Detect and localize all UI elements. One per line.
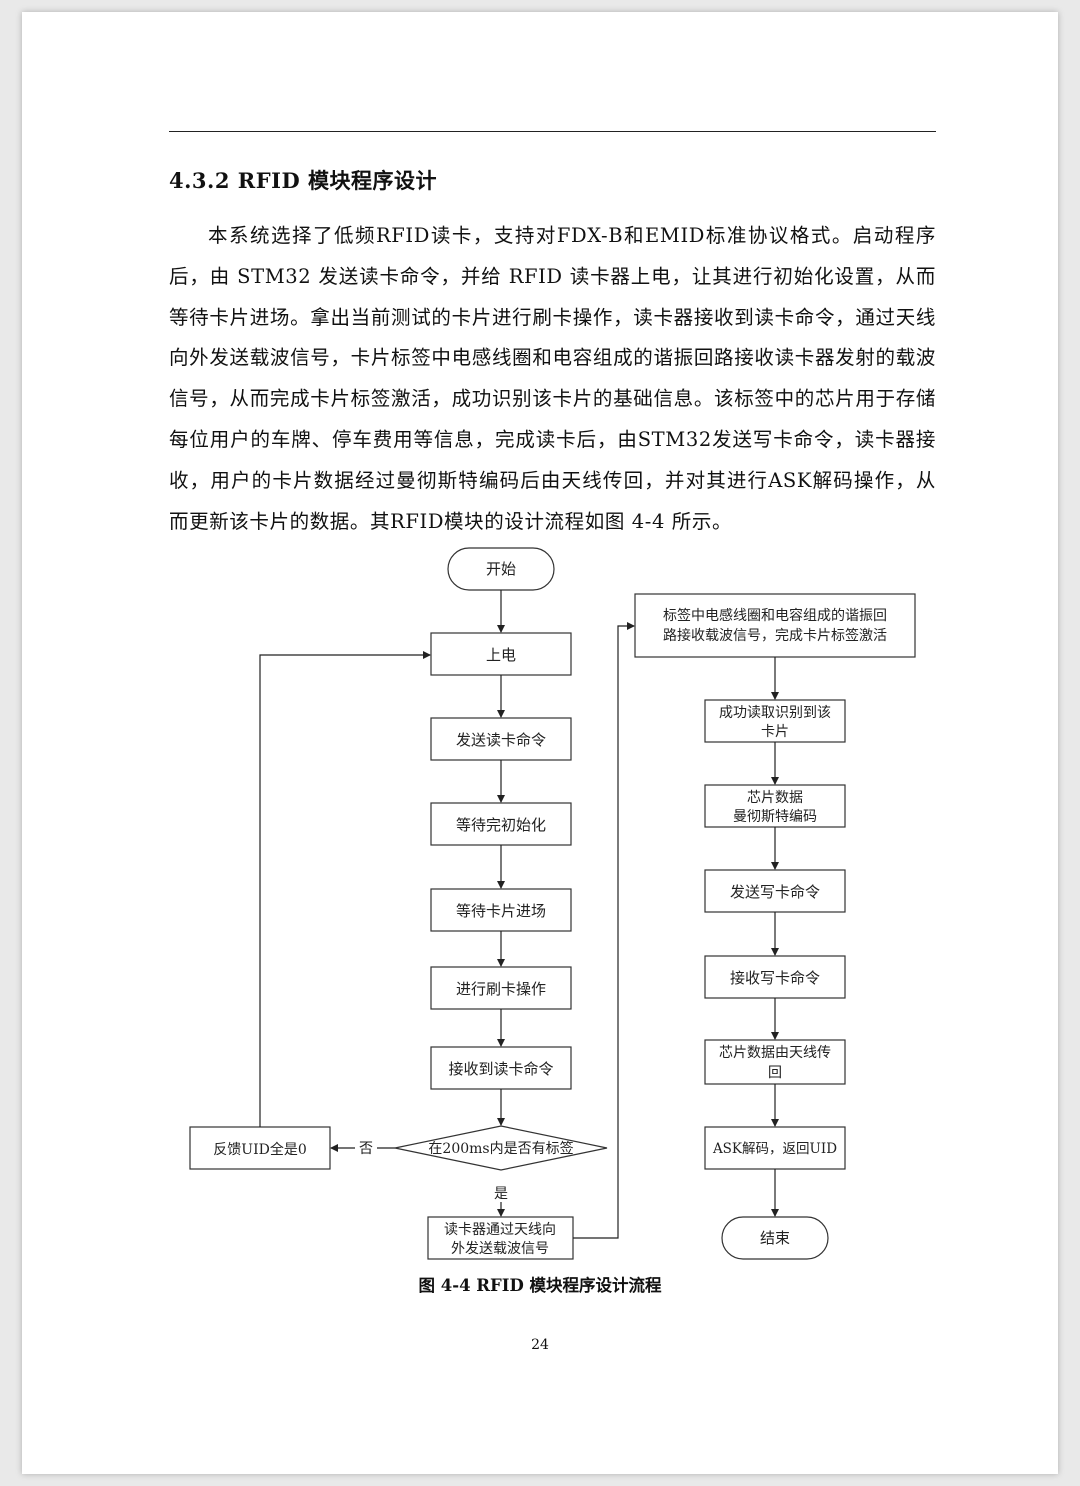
node-decision-label: 在200ms内是否有标签: [428, 1140, 573, 1157]
rfid-flowchart: 开始 上电 发送读卡命令 等待完初始化 等待卡片进场 进行刷卡操作: [189, 547, 916, 1260]
node-receive-write-cmd-label: 接收写卡命令: [730, 969, 820, 987]
page-number: 24: [531, 1337, 549, 1353]
node-end: 结束: [721, 1216, 829, 1260]
node-identify-line2: 卡片: [761, 724, 789, 740]
node-identify-line1: 成功读取识别到该: [719, 704, 831, 721]
node-send-write-cmd: 发送写卡命令: [704, 869, 846, 913]
arrow-antenna-resonant: [573, 622, 635, 1239]
node-send-read-cmd-label: 发送读卡命令: [456, 731, 546, 749]
no-label: 否: [359, 1141, 373, 1157]
node-encode-line1: 芯片数据: [747, 790, 803, 806]
body-paragraph: 本系统选择了低频RFID读卡，支持对FDX-B和EMID标准协议格式。启动程序后…: [169, 224, 936, 533]
node-send-write-cmd-label: 发送写卡命令: [730, 883, 820, 901]
node-antenna-send-line1: 读卡器通过天线向: [444, 1221, 556, 1238]
node-receive-read-cmd: 接收到读卡命令: [430, 1046, 572, 1090]
node-wait-card: 等待卡片进场: [430, 888, 572, 932]
node-wait-init-label: 等待完初始化: [456, 816, 546, 834]
node-ask-decode-label: ASK解码，返回UID: [712, 1141, 837, 1157]
node-return: 芯片数据由天线传 回: [704, 1039, 846, 1085]
node-resonant-line1: 标签中电感线圈和电容组成的谐振回: [663, 607, 887, 624]
no-label-bg: [355, 1140, 377, 1156]
node-return-line1: 芯片数据由天线传: [719, 1045, 831, 1061]
node-identify: 成功读取识别到该 卡片: [704, 699, 846, 743]
node-start: 开始: [447, 547, 555, 591]
node-wait-init: 等待完初始化: [430, 802, 572, 846]
node-return-line2: 回: [768, 1065, 782, 1081]
node-encode: 芯片数据 曼彻斯特编码: [704, 784, 846, 828]
section-heading: 4.3.2 RFID 模块程序设计: [169, 168, 437, 193]
arrow-feedback-loop: [259, 651, 431, 1127]
node-resonant-line2: 路接收载波信号，完成卡片标签激活: [663, 627, 887, 644]
figure-caption: 图 4-4 RFID 模块程序设计流程: [418, 1276, 662, 1295]
node-feedback-label: 反馈UID全是0: [213, 1141, 306, 1158]
yes-label: 是: [494, 1186, 508, 1202]
node-send-read-cmd: 发送读卡命令: [430, 717, 572, 761]
document-page: 4.3.2 RFID 模块程序设计 本系统选择了低频RFID读卡，支持对FDX-…: [22, 12, 1058, 1474]
node-antenna-send: 读卡器通过天线向 外发送载波信号: [427, 1216, 574, 1260]
node-swipe: 进行刷卡操作: [430, 966, 572, 1010]
node-antenna-send-line2: 外发送载波信号: [451, 1241, 549, 1257]
node-swipe-label: 进行刷卡操作: [456, 980, 546, 998]
node-end-label: 结束: [760, 1229, 790, 1247]
node-receive-read-cmd-label: 接收到读卡命令: [448, 1060, 553, 1078]
node-power-on-label: 上电: [486, 646, 516, 664]
node-encode-line2: 曼彻斯特编码: [733, 809, 817, 825]
node-receive-write-cmd: 接收写卡命令: [704, 955, 846, 999]
node-feedback: 反馈UID全是0: [189, 1126, 331, 1170]
header-rule: [169, 131, 936, 132]
node-start-label: 开始: [486, 560, 516, 578]
node-resonant: 标签中电感线圈和电容组成的谐振回 路接收载波信号，完成卡片标签激活: [634, 593, 916, 658]
node-ask-decode: ASK解码，返回UID: [704, 1126, 846, 1170]
node-decision: 在200ms内是否有标签: [394, 1125, 608, 1171]
node-wait-card-label: 等待卡片进场: [456, 902, 546, 920]
node-power-on: 上电: [430, 632, 572, 676]
